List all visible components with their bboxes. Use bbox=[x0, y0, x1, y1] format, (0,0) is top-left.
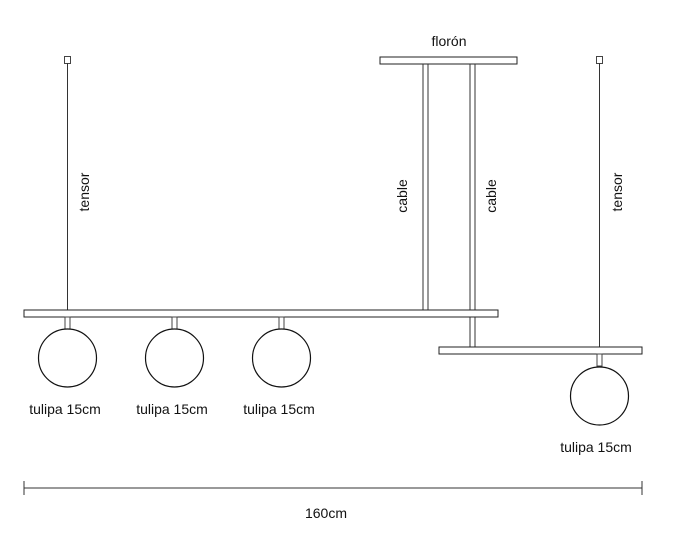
tensor-anchor-right bbox=[596, 56, 603, 64]
canopy bbox=[379, 56, 518, 65]
cable-right bbox=[469, 64, 476, 347]
tensor-label-right: tensor bbox=[609, 172, 625, 211]
dimension-label: 160cm bbox=[305, 505, 347, 521]
globe-label-4: tulipa 15cm bbox=[560, 439, 632, 455]
globe-lamp-4 bbox=[569, 353, 630, 426]
cable-label-right: cable bbox=[483, 179, 499, 213]
globe-label-2: tulipa 15cm bbox=[136, 401, 208, 417]
short-bar bbox=[438, 346, 643, 355]
cable-left bbox=[422, 64, 429, 310]
globe-lamp-3 bbox=[251, 316, 312, 388]
dimension-line bbox=[23, 481, 643, 495]
globe-lamp-1 bbox=[37, 316, 98, 388]
main-bar bbox=[23, 309, 499, 318]
tensor-label-left: tensor bbox=[76, 172, 92, 211]
tensor-anchor-left bbox=[64, 56, 71, 64]
globe-label-3: tulipa 15cm bbox=[243, 401, 315, 417]
canopy-label: florón bbox=[431, 33, 466, 49]
globe-label-1: tulipa 15cm bbox=[29, 401, 101, 417]
globe-lamp-2 bbox=[144, 316, 205, 388]
cable-label-left: cable bbox=[394, 179, 410, 213]
